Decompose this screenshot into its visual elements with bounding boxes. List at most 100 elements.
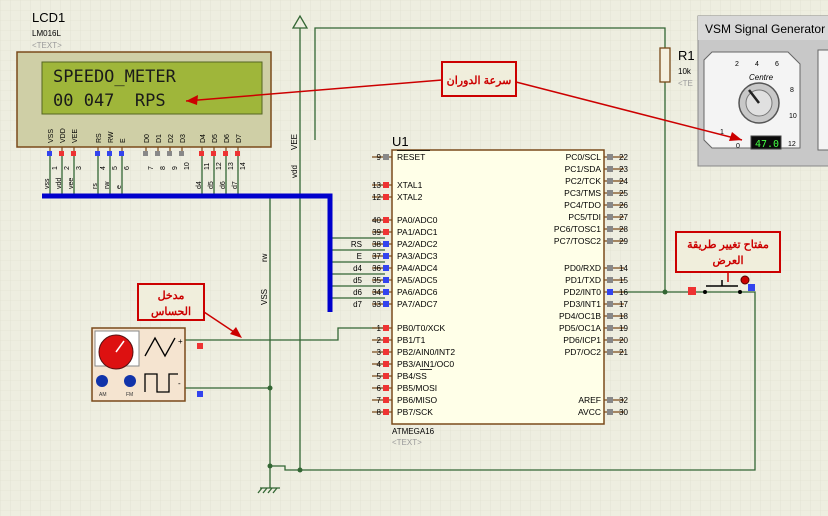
vss-label: VSS	[260, 289, 269, 305]
mcu-pin-name-30: AVCC	[578, 407, 601, 417]
lcd-pin-marker	[155, 151, 160, 156]
mcu-pin-marker	[607, 226, 613, 232]
mcu-pin-number-24: 24	[619, 177, 628, 186]
mcu-model: ATMEGA16	[392, 427, 435, 436]
lcd-pin-label-d2: D2	[168, 134, 175, 143]
vsm-title: VSM Signal Generator	[705, 22, 825, 36]
lcd-pin-label-d7: D7	[236, 134, 243, 143]
lcd-pin-number: 14	[240, 162, 247, 170]
push-button-switch[interactable]	[688, 275, 755, 295]
mcu-net-label: d7	[353, 300, 362, 309]
mcu-pin-name-17: PD3/INT1	[564, 299, 602, 309]
vsm-display	[750, 135, 782, 150]
wires	[49, 27, 756, 488]
mcu-pin-marker	[383, 217, 389, 223]
mcu-pin-marker	[383, 301, 389, 307]
lcd-net-label: vss	[44, 178, 51, 189]
mcu-pin-marker	[607, 409, 613, 415]
speed-callout-text: سرعة الدوران	[447, 75, 512, 87]
vdd-label: vdd	[290, 165, 299, 178]
mcu-pin-marker	[383, 385, 389, 391]
resistor-ref: R1	[678, 48, 695, 63]
mcu-pin-name-6: PB5/MOSI	[397, 383, 437, 393]
sensor-callout-line-2: الحساس	[151, 306, 191, 318]
lcd-pin-number: 6	[124, 166, 131, 170]
mcu-pin-marker	[607, 178, 613, 184]
mcu-pin-name-19: PD5/OC1A	[559, 323, 601, 333]
mcu-pin-number-35: 35	[372, 276, 381, 285]
mcu-pin-name-40: PA0/ADC0	[397, 215, 438, 225]
vsm-scale-10: 10	[789, 113, 797, 120]
mcu-pin-marker	[607, 301, 613, 307]
vsm-scale-6: 6	[775, 61, 779, 68]
lcd-pin-marker	[211, 151, 216, 156]
mcu-net-label: d4	[353, 264, 362, 273]
vsm-scale-8: 8	[790, 87, 794, 94]
mcu-pin-marker	[383, 289, 389, 295]
lcd-pin-label-d4: D4	[200, 134, 207, 143]
resistor-value: 10k	[678, 67, 692, 76]
lcd-pin-number: 3	[76, 166, 83, 170]
lcd-pin-number: 2	[64, 166, 71, 170]
signal-generator-component[interactable]: AM FM + -	[91, 327, 203, 402]
vsm-display-value: 47.0	[755, 139, 779, 150]
mcu-pin-name-29: PC7/TOSC2	[554, 236, 601, 246]
lcd-pin-marker	[59, 151, 64, 156]
vsm-scale-4: 4	[755, 61, 759, 68]
lcd-pin-marker	[143, 151, 148, 156]
speed-arrowhead-lcd	[186, 95, 198, 105]
vsm-scale-1: 1	[720, 129, 724, 136]
mcu-pin-number-9: 9	[377, 153, 382, 162]
mcu-pin-name-16: PD2/INT0	[564, 287, 602, 297]
mcu-pin-number-14: 14	[619, 264, 628, 273]
mcu-net-label: RS	[351, 240, 362, 249]
lcd-component[interactable]: LCD1 LM016L <TEXT> SPEEDO_METER 00 047 R…	[16, 10, 272, 189]
fm-knob[interactable]	[124, 375, 136, 387]
mcu-pin-number-17: 17	[619, 300, 628, 309]
mcu-pin-marker	[383, 265, 389, 271]
triangle-wave-icon	[144, 336, 176, 358]
mcu-pin-name-7: PB6/MISO	[397, 395, 438, 405]
vsm-signal-generator-window[interactable]: VSM Signal Generator Centre 2 4 6 8 10 1…	[697, 15, 828, 167]
lcd-pin-label-e: E	[120, 138, 127, 143]
lcd-pin-marker	[179, 151, 184, 156]
mcu-pin-number-3: 3	[377, 348, 382, 357]
mcu-pin-marker	[383, 373, 389, 379]
am-knob[interactable]	[96, 375, 108, 387]
switch-actuator[interactable]	[740, 275, 750, 285]
mcu-pin-number-40: 40	[372, 216, 381, 225]
vsm-scale-12: 12	[788, 141, 796, 148]
lcd-screen	[41, 61, 263, 115]
mcu-pin-name-3: PB2/AIN0/INT2	[397, 347, 455, 357]
mcu-pin-marker	[607, 313, 613, 319]
switch-pin-right	[748, 284, 755, 291]
mcu-pin-name-15: PD1/TXD	[565, 275, 601, 285]
speed-arrowhead-gen	[729, 132, 742, 141]
mcu-pin-number-21: 21	[619, 348, 628, 357]
lcd-ref: LCD1	[32, 10, 65, 25]
mcu-pin-number-20: 20	[619, 336, 628, 345]
mcu-pin-marker	[383, 241, 389, 247]
lcd-net-label: d7	[232, 181, 239, 189]
switch-callout-line-2: العرض	[712, 255, 743, 267]
mcu-pin-marker	[383, 277, 389, 283]
mcu-pin-number-32: 32	[619, 396, 628, 405]
mcu-pin-name-5: PB4/SS	[397, 371, 427, 381]
sensor-arrowhead	[230, 327, 242, 338]
mcu-pin-name-27: PC5/TDI	[568, 212, 601, 222]
resistor-r1[interactable]: R1 10k <TE	[659, 47, 695, 88]
lcd-net-label: rs	[92, 183, 99, 189]
lcd-pin-marker	[71, 151, 76, 156]
mcu-pin-number-2: 2	[377, 336, 382, 345]
lcd-pin-marker	[199, 151, 204, 156]
switch-callout-line-1: مفتاح تغيير طريقة	[687, 239, 769, 251]
mcu-pin-marker	[383, 325, 389, 331]
lcd-pin-number: 9	[172, 166, 179, 170]
lcd-pin-marker	[167, 151, 172, 156]
lcd-pin-number: 1	[52, 166, 59, 170]
ground-symbol	[257, 487, 280, 494]
mcu-pin-name-34: PA6/ADC6	[397, 287, 438, 297]
mcu-pin-marker	[607, 325, 613, 331]
vee-label: VEE	[290, 134, 299, 150]
